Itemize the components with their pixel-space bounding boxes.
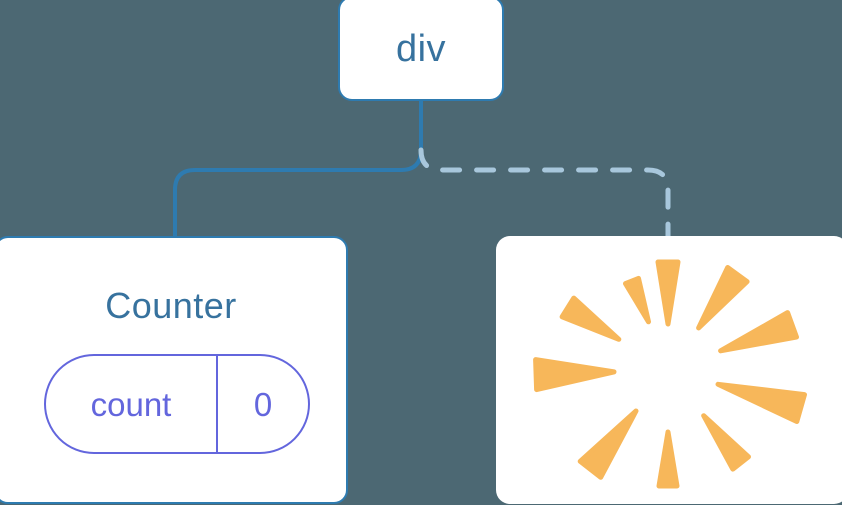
burst-ray-3 xyxy=(715,381,807,424)
burst-ray-7 xyxy=(533,357,617,393)
burst-ray-4 xyxy=(701,413,751,472)
burst-ray-8 xyxy=(559,295,622,342)
node-counter-label: Counter xyxy=(105,285,237,326)
sparkle-burst-icon xyxy=(533,259,807,489)
node-div[interactable]: div xyxy=(338,0,504,101)
state-pill[interactable]: count 0 xyxy=(44,354,310,454)
burst-ray-5 xyxy=(656,429,680,489)
edge-div-counter xyxy=(173,98,423,240)
node-burst[interactable] xyxy=(496,236,842,504)
state-value: 0 xyxy=(253,385,273,423)
node-div-label: div xyxy=(395,27,447,70)
node-counter[interactable]: Counter count 0 xyxy=(0,236,348,504)
burst-ray-1 xyxy=(696,265,750,331)
burst-ray-6 xyxy=(577,408,639,480)
burst-ray-9 xyxy=(623,275,651,325)
burst-ray-0 xyxy=(655,259,681,327)
edge-div-burst xyxy=(418,147,671,241)
burst-ray-2 xyxy=(718,310,799,354)
state-key: count xyxy=(46,356,218,452)
